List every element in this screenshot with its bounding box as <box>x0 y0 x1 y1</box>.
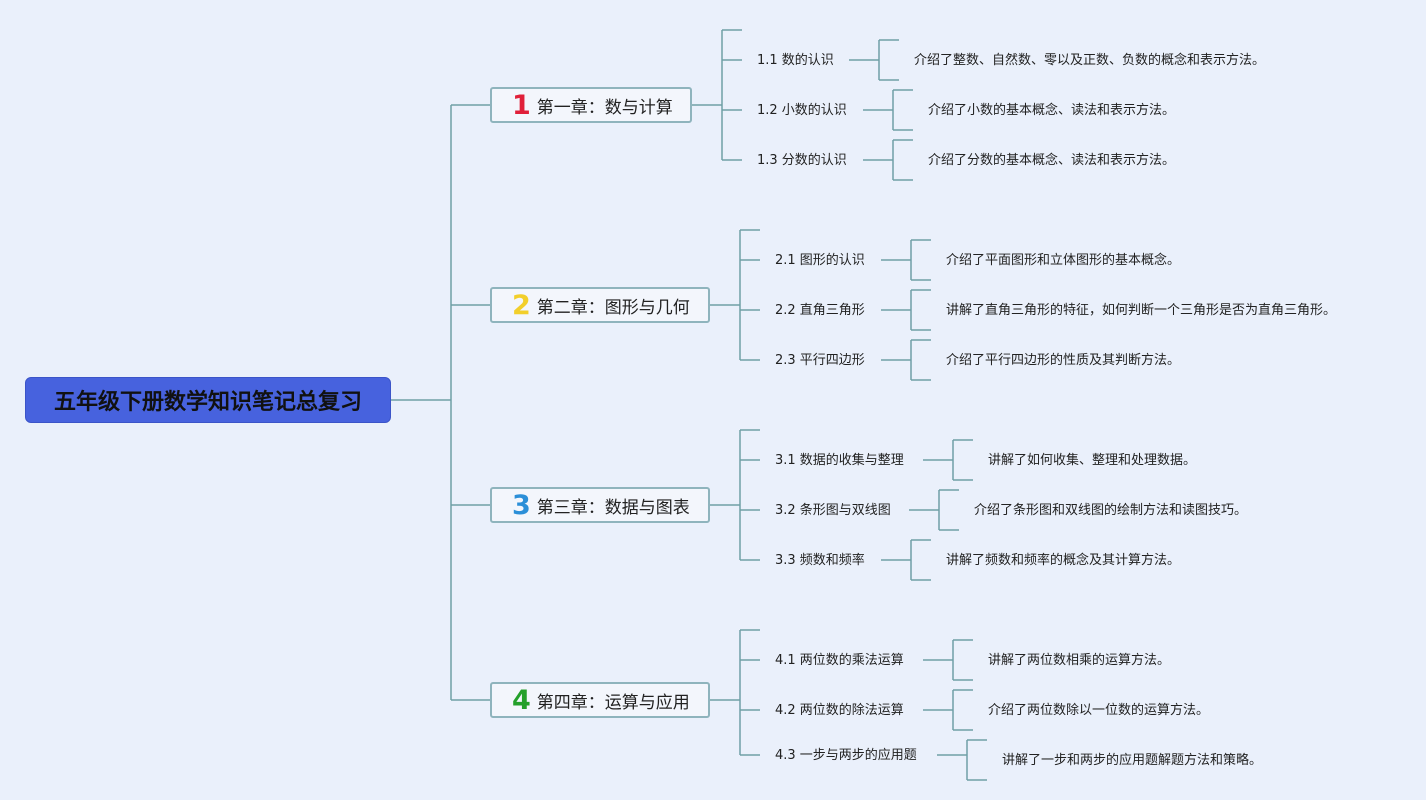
section-node-2-1[interactable]: 2.1 图形的认识 <box>775 253 865 268</box>
detail-node-3-3[interactable]: 讲解了频数和频率的概念及其计算方法。 <box>946 553 1181 568</box>
chapter-node-4[interactable]: 4 第四章：运算与应用 <box>490 682 710 718</box>
root-title: 五年级下册数学知识笔记总复习 <box>53 390 362 415</box>
detail-node-4-1[interactable]: 讲解了两位数相乘的运算方法。 <box>988 653 1171 668</box>
section-node-3-1[interactable]: 3.1 数据的收集与整理 <box>775 453 904 468</box>
chapter-label-2: 第二章：图形与几何 <box>536 297 690 318</box>
chapter-node-1[interactable]: 1 第一章：数与计算 <box>490 87 692 123</box>
detail-node-4-2[interactable]: 介绍了两位数除以一位数的运算方法。 <box>988 703 1210 718</box>
chapter-number-2: 2 <box>512 289 531 321</box>
chapter-label-4: 第四章：运算与应用 <box>536 692 690 713</box>
chapter-label-1: 第一章：数与计算 <box>536 97 673 118</box>
chapter-label-3: 第三章：数据与图表 <box>536 497 690 518</box>
detail-node-1-1[interactable]: 介绍了整数、自然数、零以及正数、负数的概念和表示方法。 <box>914 53 1266 68</box>
chapter-number-3: 3 <box>512 489 531 521</box>
detail-node-1-3[interactable]: 介绍了分数的基本概念、读法和表示方法。 <box>928 153 1176 168</box>
chapter-number-1: 1 <box>512 89 531 121</box>
section-node-3-2[interactable]: 3.2 条形图与双线图 <box>775 503 891 518</box>
detail-node-2-2[interactable]: 讲解了直角三角形的特征，如何判断一个三角形是否为直角三角形。 <box>946 303 1337 318</box>
section-node-4-3[interactable]: 4.3 一步与两步的应用题 <box>775 748 917 763</box>
detail-node-3-2[interactable]: 介绍了条形图和双线图的绘制方法和读图技巧。 <box>974 503 1248 518</box>
root-node[interactable]: 五年级下册数学知识笔记总复习 <box>25 377 391 423</box>
section-node-2-3[interactable]: 2.3 平行四边形 <box>775 353 865 368</box>
chapter-node-3[interactable]: 3 第三章：数据与图表 <box>490 487 710 523</box>
chapter-number-4: 4 <box>512 684 531 716</box>
section-node-1-3[interactable]: 1.3 分数的认识 <box>757 153 847 168</box>
section-node-1-1[interactable]: 1.1 数的认识 <box>757 53 834 68</box>
section-node-3-3[interactable]: 3.3 频数和频率 <box>775 553 865 568</box>
detail-node-4-3[interactable]: 讲解了一步和两步的应用题解题方法和策略。 <box>1002 753 1263 768</box>
section-node-1-2[interactable]: 1.2 小数的认识 <box>757 103 847 118</box>
detail-node-1-2[interactable]: 介绍了小数的基本概念、读法和表示方法。 <box>928 103 1176 118</box>
section-node-2-2[interactable]: 2.2 直角三角形 <box>775 303 865 318</box>
detail-node-2-3[interactable]: 介绍了平行四边形的性质及其判断方法。 <box>946 353 1181 368</box>
detail-node-3-1[interactable]: 讲解了如何收集、整理和处理数据。 <box>988 453 1197 468</box>
detail-node-2-1[interactable]: 介绍了平面图形和立体图形的基本概念。 <box>946 253 1181 268</box>
chapter-node-2[interactable]: 2 第二章：图形与几何 <box>490 287 710 323</box>
section-node-4-1[interactable]: 4.1 两位数的乘法运算 <box>775 653 904 668</box>
section-node-4-2[interactable]: 4.2 两位数的除法运算 <box>775 703 904 718</box>
